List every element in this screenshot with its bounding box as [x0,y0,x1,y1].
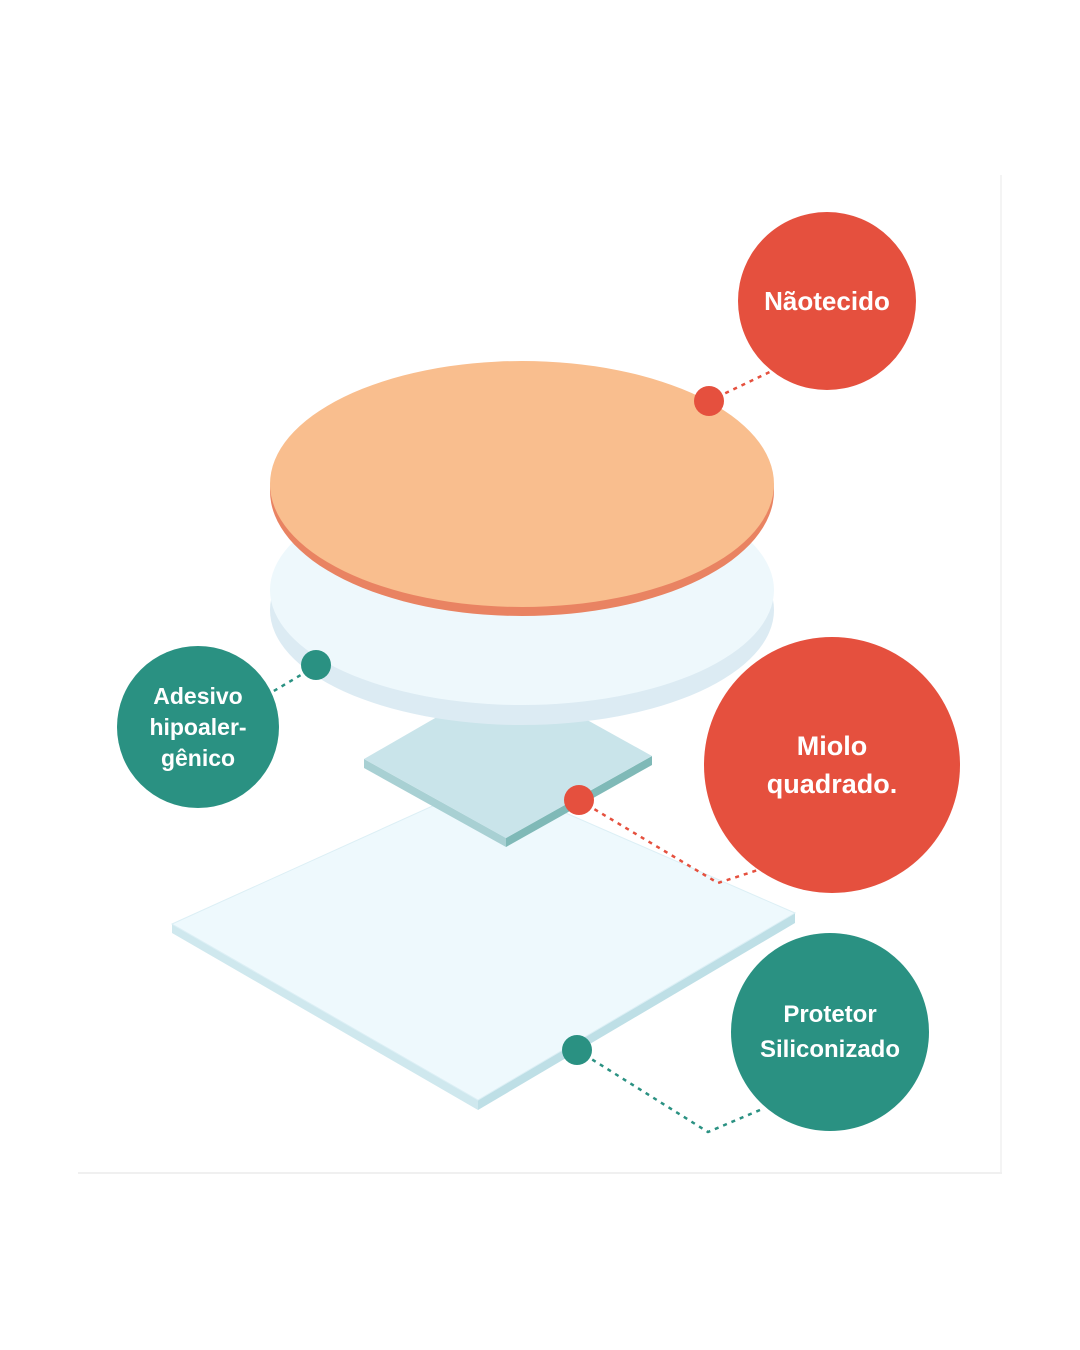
label-adhesive: Adesivo hipoaler- gênico [117,646,279,808]
nonwoven-disc [270,361,774,616]
label-core: Miolo quadrado. [704,637,960,893]
connector-adhesive [261,650,331,700]
label-adhesive-line-3: gênico [160,744,236,771]
label-protector-line-2: Siliconizado [759,1036,900,1063]
label-core-line-2: quadrado. [766,769,898,799]
label-adhesive-line-1: Adesivo [153,682,243,709]
label-nonwoven-line-1: Nãotecido [764,286,890,316]
label-protector-line-1: Protetor [783,1001,877,1028]
label-adhesive-line-2: hipoaler- [149,713,247,740]
label-core-line-1: Miolo [796,731,868,761]
label-protector: Protetor Siliconizado [731,933,929,1131]
label-nonwoven: Nãotecido [738,212,916,390]
connector-nonwoven [694,366,779,416]
protector-sheet [170,779,797,1110]
connector-protector [562,1035,761,1134]
connector-core [564,785,759,885]
